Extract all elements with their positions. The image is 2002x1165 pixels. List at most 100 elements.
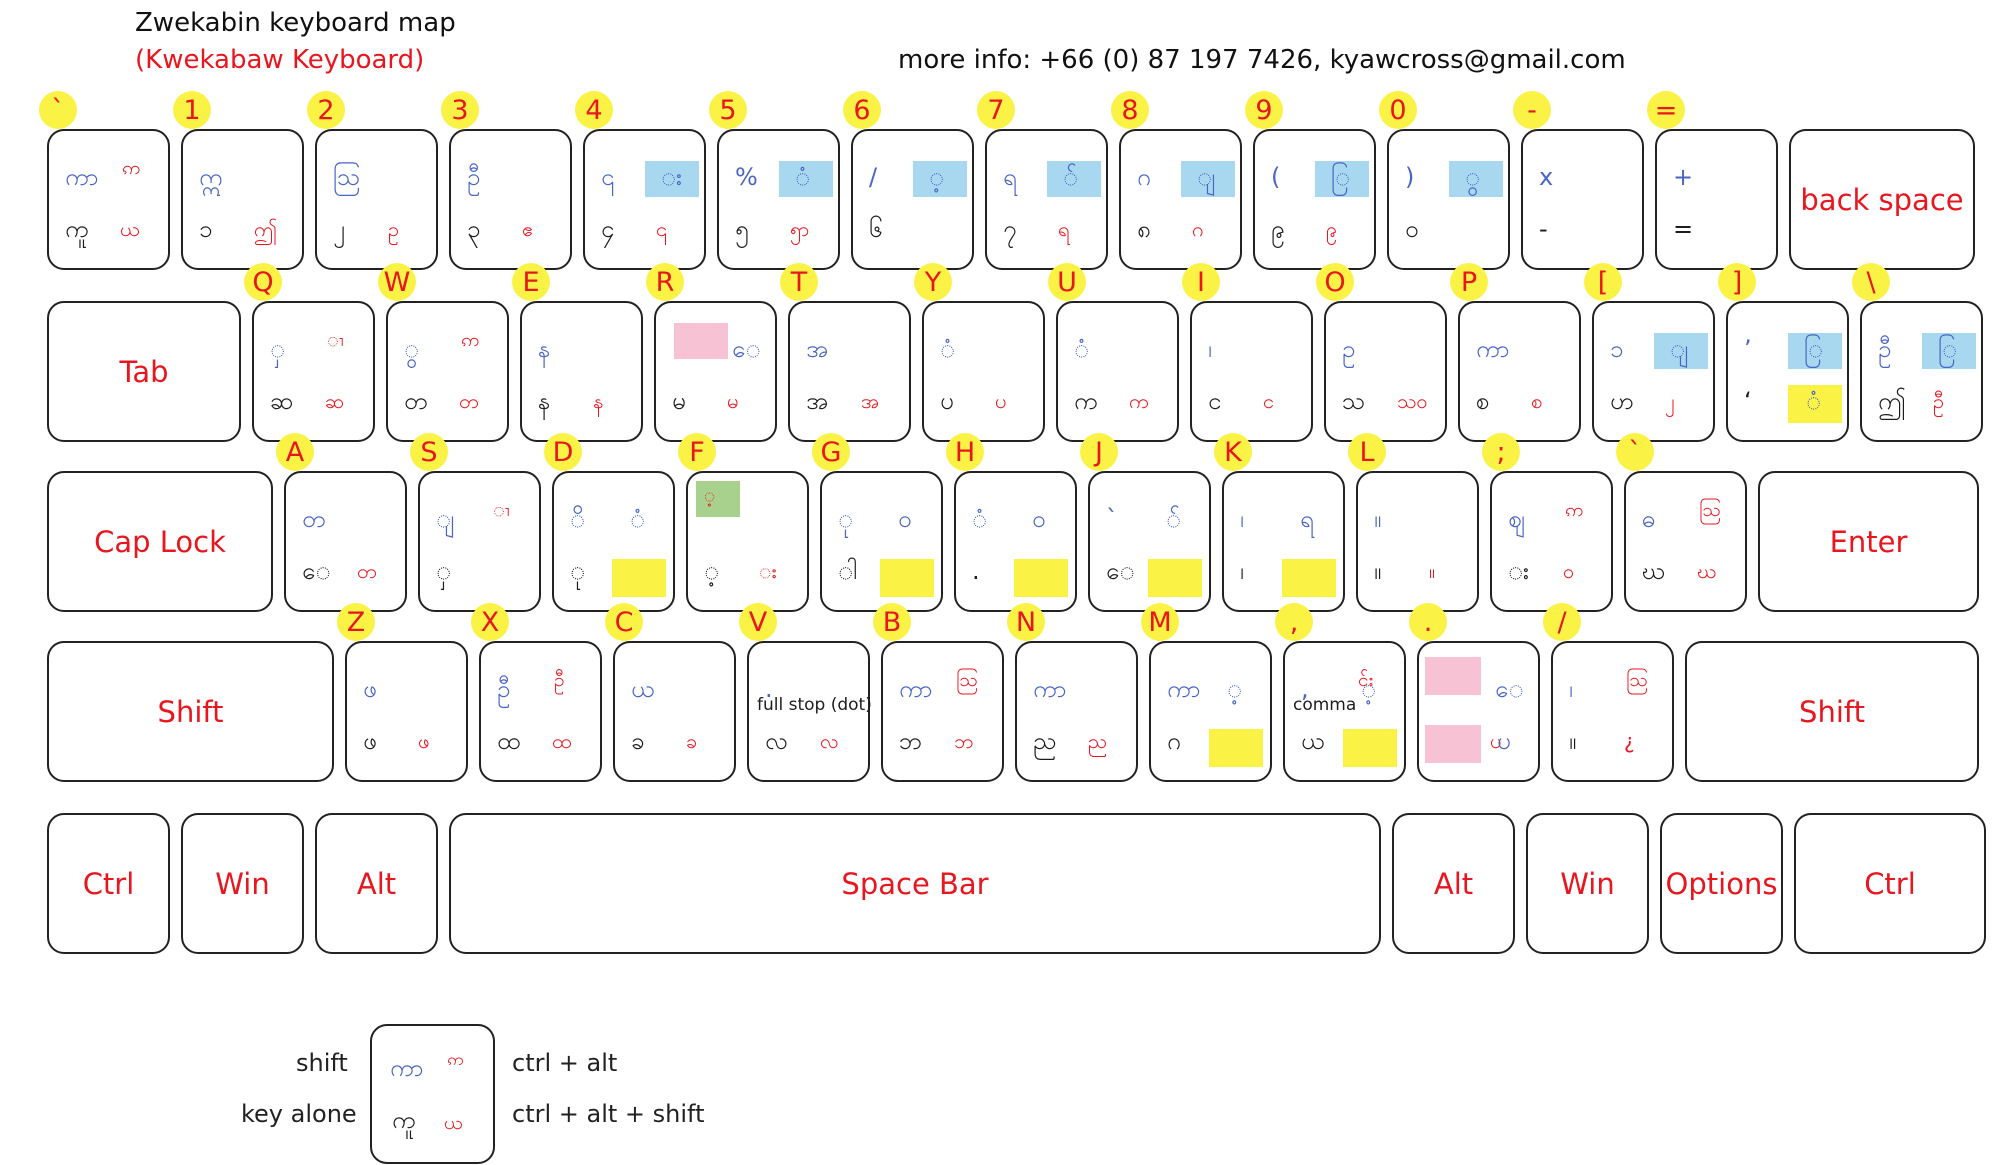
highlight-yellow — [1209, 729, 1263, 767]
key-3-8[interactable]: ,င်းယ့comma — [1283, 641, 1406, 782]
key-2-2[interactable]: ျၢှ — [418, 471, 541, 612]
key-3-1[interactable]: ဖဖဖ — [345, 641, 468, 782]
key-letter-badge: 7 — [977, 91, 1015, 129]
key-4-4[interactable]: Alt — [1392, 813, 1515, 954]
key-0-13[interactable]: back space — [1789, 129, 1975, 270]
key-1-10[interactable]: ကာစစ — [1458, 301, 1581, 442]
glyph-shift: ကာ — [1476, 335, 1510, 363]
glyph-ctrl-alt: ဦ — [554, 669, 565, 691]
key-2-11[interactable]: ဓဩဃဃ — [1624, 471, 1747, 612]
key-letter-badge: W — [378, 263, 416, 301]
key-1-6[interactable]: ံပပ — [922, 301, 1045, 442]
key-0-11[interactable]: x- — [1521, 129, 1644, 270]
key-3-5[interactable]: ကာဩဘဘ — [881, 641, 1004, 782]
key-2-6[interactable]: ံ.၀ — [954, 471, 1077, 612]
glyph-shift: + — [1673, 163, 1694, 191]
glyph-key-alone: အ — [806, 387, 829, 415]
key-2-0[interactable]: Cap Lock — [47, 471, 273, 612]
key-4-1[interactable]: Win — [181, 813, 304, 954]
key-3-11[interactable]: Shift — [1685, 641, 1979, 782]
glyph-key-alone: = — [1673, 215, 1694, 243]
glyph-shift: ကာ — [1033, 675, 1067, 703]
key-3-3[interactable]: ယခခ — [613, 641, 736, 782]
glyph-key-alone: သ — [1342, 387, 1366, 415]
key-1-5[interactable]: အအအ — [788, 301, 911, 442]
glyph-ctrl-alt-shift: မ — [727, 389, 739, 413]
glyph-shift: ံ — [1074, 335, 1089, 363]
key-1-8[interactable]: ၊ငင — [1190, 301, 1313, 442]
key-0-6[interactable]: /၆့ — [851, 129, 974, 270]
legend-key: ကာ ဢ ကူ ယ — [370, 1024, 495, 1164]
key-3-2[interactable]: ဦဦထထ — [479, 641, 602, 782]
key-4-2[interactable]: Alt — [315, 813, 438, 954]
glyph-key-alone: ထ — [497, 727, 521, 755]
highlight-blue — [645, 161, 699, 197]
key-1-13[interactable]: ဦဤဦြ — [1860, 301, 1983, 442]
key-0-7[interactable]: ရ၇ရ် — [985, 129, 1108, 270]
key-letter-badge: K — [1214, 433, 1252, 471]
key-4-3[interactable]: Space Bar — [449, 813, 1381, 954]
key-1-4[interactable]: မမေ — [654, 301, 777, 442]
key-1-1[interactable]: ှၢဆဆ — [252, 301, 375, 442]
glyph-highlighted: ့ — [929, 163, 944, 191]
contact-info: more info: +66 (0) 87 197 7426, kyawcros… — [898, 45, 1626, 75]
key-4-5[interactable]: Win — [1526, 813, 1649, 954]
key-0-0[interactable]: ကာဢကူယ — [47, 129, 170, 270]
key-2-4[interactable]: ့း့ — [686, 471, 809, 612]
key-label: Win — [1560, 866, 1615, 901]
key-1-12[interactable]: ’‘ြံ — [1726, 301, 1849, 442]
key-letter-badge: 3 — [441, 91, 479, 129]
key-0-9[interactable]: (၉၉ြ — [1253, 129, 1376, 270]
key-1-3[interactable]: နနန — [520, 301, 643, 442]
key-letter-badge: 1 — [173, 91, 211, 129]
key-0-10[interactable]: )၀ွ — [1387, 129, 1510, 270]
key-2-12[interactable]: Enter — [1758, 471, 1979, 612]
glyph-key-alone: ဟ — [1610, 387, 1634, 415]
key-2-8[interactable]: ၊၊ရ — [1222, 471, 1345, 612]
glyph-ctrl-alt: ဩ — [1699, 499, 1721, 521]
glyph-ctrl-alt-shift: ၀ — [1563, 559, 1575, 583]
page-title: Zwekabin keyboard map — [135, 8, 456, 38]
key-2-5[interactable]: ုါ၀ — [820, 471, 943, 612]
key-3-7[interactable]: ကာဂ့ — [1149, 641, 1272, 782]
key-2-9[interactable]: ။။။ — [1356, 471, 1479, 612]
key-3-9[interactable]: ပေပ — [1417, 641, 1540, 782]
glyph-shift: ံ — [972, 505, 987, 533]
key-1-9[interactable]: ဥသသ၀ — [1324, 301, 1447, 442]
glyph-highlighted: း — [661, 163, 682, 191]
key-2-10[interactable]: ဈဢး၀ — [1490, 471, 1613, 612]
key-3-0[interactable]: Shift — [47, 641, 334, 782]
key-4-0[interactable]: Ctrl — [47, 813, 170, 954]
glyph-shift: ဣ — [199, 163, 223, 191]
key-2-1[interactable]: တေတ — [284, 471, 407, 612]
legend-ctrl-alt-shift-label: ctrl + alt + shift — [512, 1100, 705, 1128]
highlight-blue — [1181, 161, 1235, 197]
key-letter-badge: H — [946, 433, 984, 471]
glyph-key-alone: မ — [672, 387, 686, 415]
key-0-8[interactable]: ဂ၈ဂျ — [1119, 129, 1242, 270]
key-0-5[interactable]: %၅၅ာံ — [717, 129, 840, 270]
key-0-4[interactable]: ၎၄၎း — [583, 129, 706, 270]
key-0-12[interactable]: += — [1655, 129, 1778, 270]
key-0-3[interactable]: ဦ၃ဧ — [449, 129, 572, 270]
key-2-3[interactable]: ိုံ — [552, 471, 675, 612]
key-2-7[interactable]: `ေ် — [1088, 471, 1211, 612]
glyph-highlighted: ွ — [1465, 163, 1480, 191]
key-1-7[interactable]: ံကက — [1056, 301, 1179, 442]
key-4-7[interactable]: Ctrl — [1794, 813, 1986, 954]
glyph-highlighted: ျ — [1670, 335, 1689, 363]
key-letter-badge: F — [678, 433, 716, 471]
key-1-0[interactable]: Tab — [47, 301, 241, 442]
key-1-11[interactable]: ၥဟ၂ျ — [1592, 301, 1715, 442]
key-0-1[interactable]: ဣ၁ဤ — [181, 129, 304, 270]
key-3-10[interactable]: ၊ဩ။¿ — [1551, 641, 1674, 782]
key-0-2[interactable]: ဩ၂ဥ — [315, 129, 438, 270]
highlight-blue — [913, 161, 967, 197]
legend-ctrl-alt-glyph: ဢ — [447, 1050, 464, 1070]
highlight-blue — [1654, 333, 1708, 369]
key-3-6[interactable]: ကာညည — [1015, 641, 1138, 782]
key-1-2[interactable]: ွဢတတ — [386, 301, 509, 442]
key-4-6[interactable]: Options — [1660, 813, 1783, 954]
glyph-key-alone: ့ — [704, 557, 719, 585]
